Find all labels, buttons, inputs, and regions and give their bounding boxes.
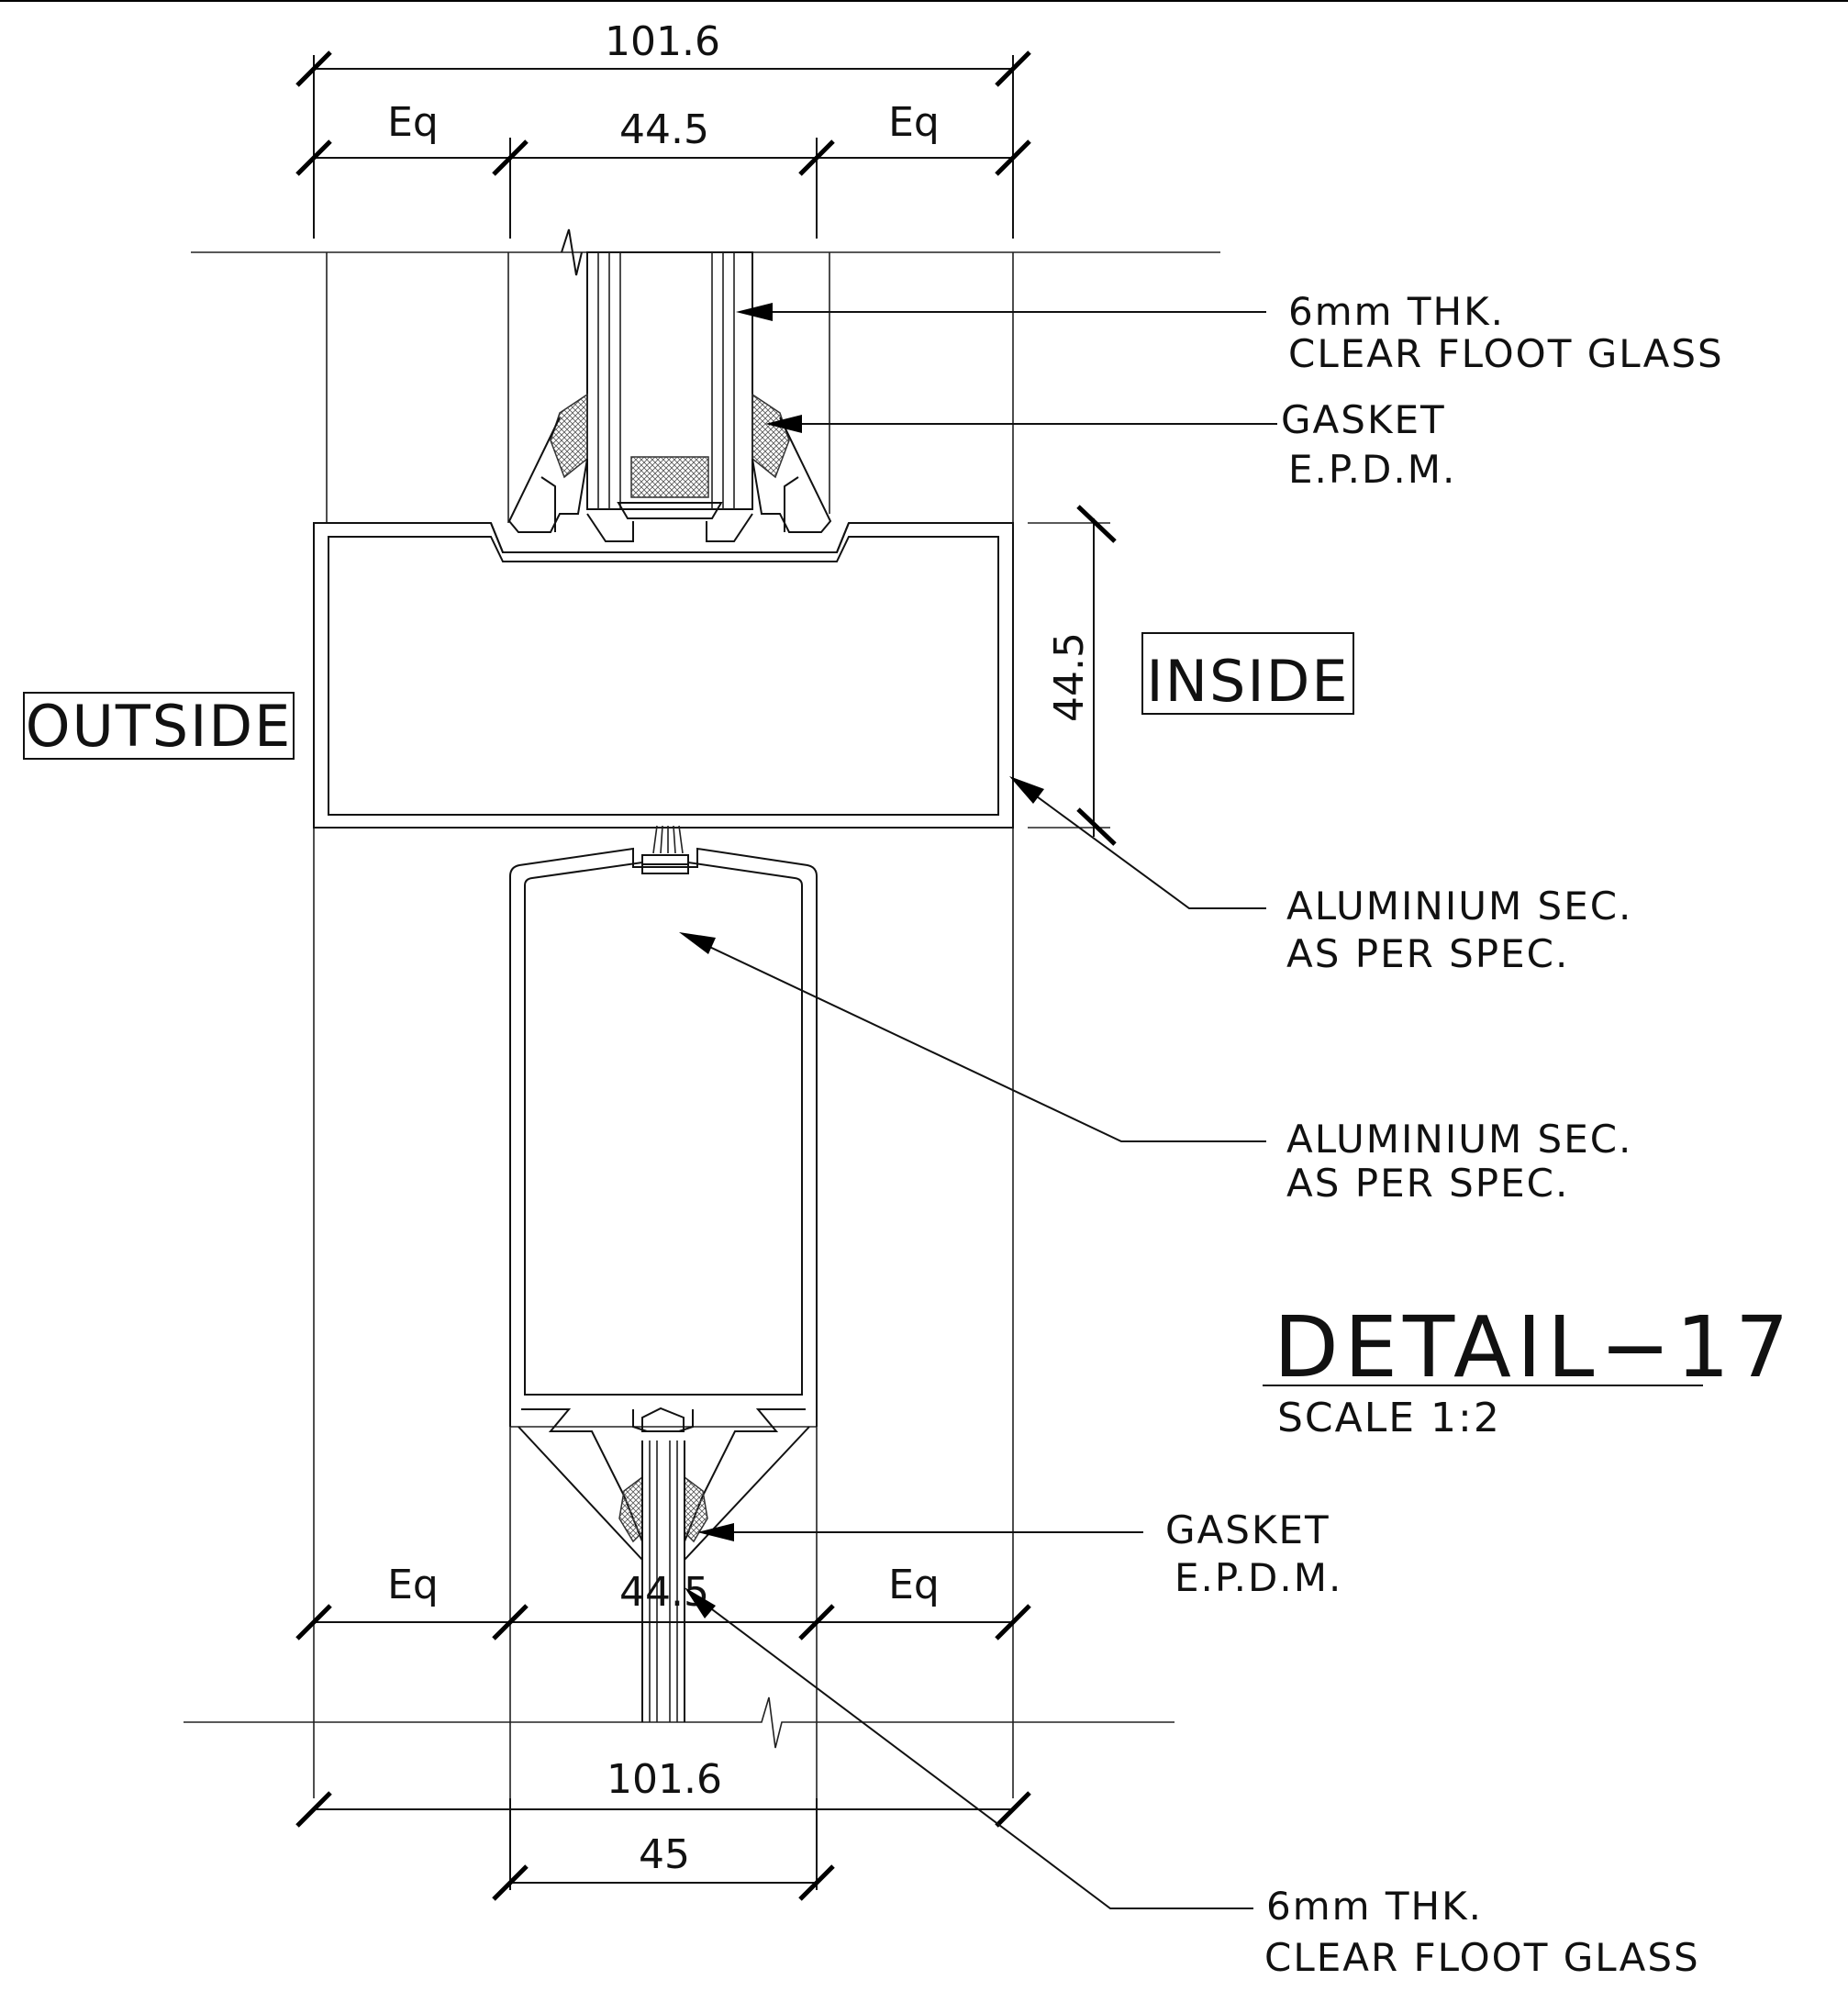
leader-aluminium-2: [679, 932, 1266, 1142]
leader-gasket-top: [765, 415, 1277, 433]
note-gasket-bottom-line2: E.P.D.M.: [1174, 1555, 1342, 1600]
detail-scale: SCALE 1:2: [1277, 1395, 1501, 1441]
bottom-gasket-left: [618, 1475, 643, 1543]
bottom-dimensions: Eq 44.5 Eq 101.6 45: [295, 1562, 1031, 1901]
dim-top-eq-left: Eq: [387, 99, 439, 146]
dim-bottom-eq-right: Eq: [888, 1562, 940, 1608]
note-aluminium-2-line1: ALUMINIUM SEC.: [1286, 1117, 1632, 1162]
dim-top-center: 44.5: [619, 106, 709, 153]
note-gasket-top-line1: GASKET: [1281, 397, 1446, 442]
note-glass-bottom-line2: CLEAR FLOOT GLASS: [1264, 1935, 1700, 1980]
dim-bottom-mullion: 45: [639, 1831, 690, 1878]
leader-gasket-bottom: [697, 1523, 1143, 1541]
detail-title: DETAIL−17: [1274, 1298, 1795, 1396]
note-gasket-bottom-line1: GASKET: [1165, 1507, 1330, 1552]
note-aluminium-1-line2: AS PER SPEC.: [1286, 931, 1569, 976]
mullion-section: [509, 825, 818, 1427]
leader-glass-bottom: [685, 1587, 1253, 1909]
top-gasket-right: [751, 393, 790, 479]
note-glass-bottom-line1: 6mm THK.: [1266, 1884, 1483, 1929]
transom-dimension: 44.5: [1046, 505, 1117, 846]
bottom-pressure-plate: [518, 1407, 810, 1561]
inside-label-text: INSIDE: [1146, 648, 1349, 715]
inside-label: INSIDE: [1141, 632, 1354, 715]
note-gasket-bottom: GASKET E.P.D.M.: [1165, 1507, 1342, 1600]
outside-label-text: OUTSIDE: [26, 693, 293, 760]
note-aluminium-2: ALUMINIUM SEC. AS PER SPEC.: [1286, 1117, 1632, 1206]
dim-bottom-overall: 101.6: [607, 1756, 722, 1803]
note-glass-bottom: 6mm THK. CLEAR FLOOT GLASS: [1264, 1884, 1700, 1980]
note-aluminium-1-line1: ALUMINIUM SEC.: [1286, 884, 1632, 929]
note-aluminium-2-line2: AS PER SPEC.: [1286, 1161, 1569, 1206]
dim-top-overall: 101.6: [605, 18, 720, 65]
note-glass-top-line2: CLEAR FLOOT GLASS: [1288, 331, 1724, 376]
top-dimensions: 101.6 Eq 44.5 Eq: [295, 18, 1031, 239]
dim-top-eq-right: Eq: [888, 99, 940, 146]
note-gasket-top: GASKET E.P.D.M.: [1281, 397, 1456, 492]
dim-transom-depth: 44.5: [1046, 632, 1093, 722]
spacer-desiccant: [630, 456, 709, 498]
dim-bottom-center: 44.5: [619, 1569, 709, 1616]
detail-title-block: DETAIL−17 SCALE 1:2: [1263, 1298, 1795, 1441]
dim-bottom-eq-left: Eq: [387, 1562, 439, 1608]
outside-label: OUTSIDE: [23, 692, 295, 760]
note-gasket-top-line2: E.P.D.M.: [1288, 447, 1456, 492]
note-aluminium-1: ALUMINIUM SEC. AS PER SPEC.: [1286, 884, 1632, 976]
leader-glass-top: [736, 303, 1266, 321]
top-gasket-left: [550, 393, 588, 479]
top-glass-unit: [561, 228, 753, 519]
note-glass-top: 6mm THK. CLEAR FLOOT GLASS: [1288, 289, 1724, 376]
leader-aluminium-1: [1009, 776, 1266, 909]
bottom-glass-unit: [641, 1440, 685, 1722]
note-glass-top-line1: 6mm THK.: [1288, 289, 1505, 334]
transom-section: [313, 522, 1014, 829]
